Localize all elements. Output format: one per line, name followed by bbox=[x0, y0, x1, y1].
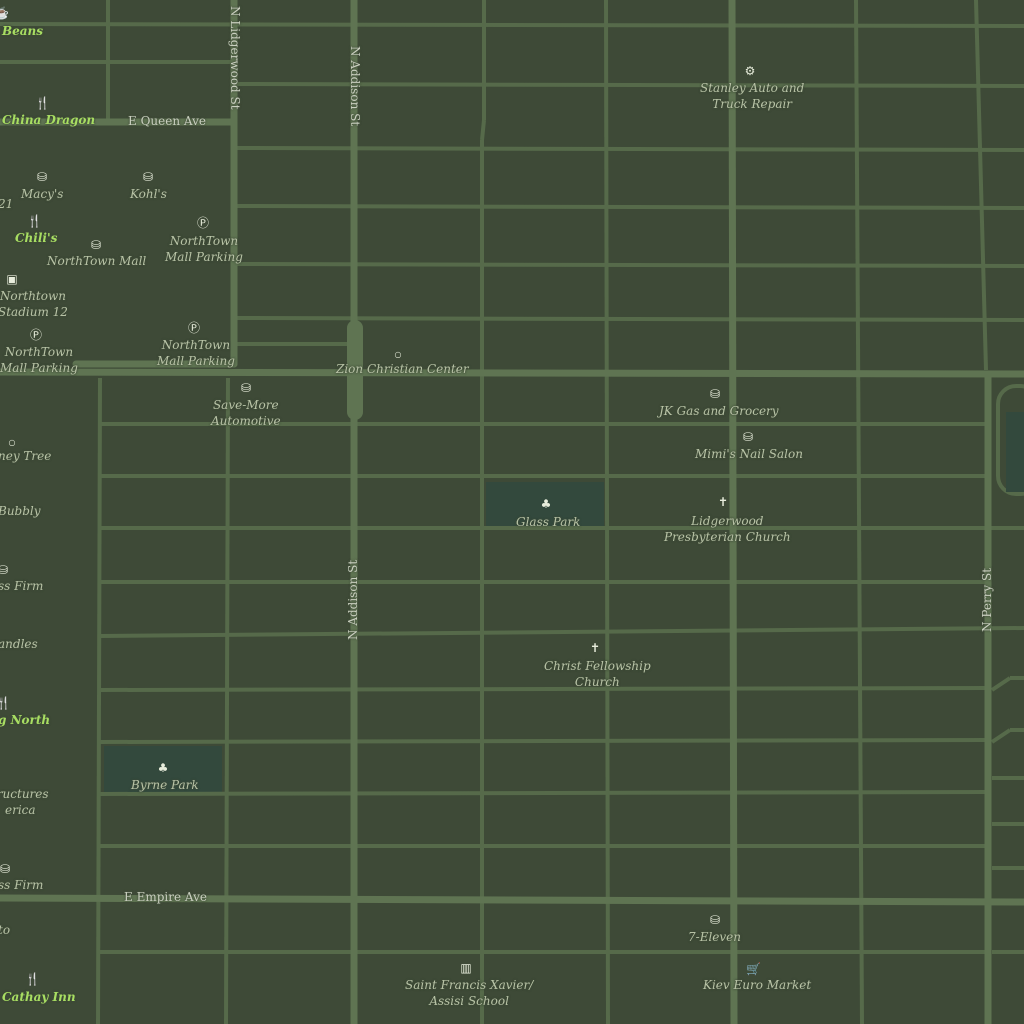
shopping-bag-icon[interactable]: ⛁ bbox=[36, 170, 48, 184]
car-repair-icon[interactable]: ⚙ bbox=[744, 64, 756, 78]
cross-icon[interactable]: ✝ bbox=[589, 641, 601, 655]
poi-northtown-mall-parking-2[interactable]: NorthTown Mall Parking bbox=[0, 345, 78, 375]
dot-icon[interactable]: ○ bbox=[8, 438, 16, 447]
poi-byrne-park[interactable]: Byrne Park bbox=[131, 778, 199, 792]
poi-northtown-stadium[interactable]: Northtown Stadium 12 bbox=[0, 289, 68, 319]
shopping-bag-icon[interactable]: ⛁ bbox=[742, 430, 754, 444]
poi-macys[interactable]: Macy's bbox=[21, 187, 64, 201]
stadium-shape bbox=[996, 384, 1024, 496]
poi-stanley-auto[interactable]: Stanley Auto and Truck Repair bbox=[700, 81, 805, 111]
dot-icon[interactable]: ○ bbox=[394, 350, 402, 359]
poi-china-dragon[interactable]: China Dragon bbox=[2, 113, 96, 127]
basket-icon[interactable]: ⛁ bbox=[709, 387, 721, 401]
poi-kohls[interactable]: Kohl's bbox=[130, 187, 167, 201]
cross-icon[interactable]: ✝ bbox=[717, 495, 729, 509]
cinema-icon[interactable]: ▣ bbox=[6, 272, 18, 286]
restaurant-icon[interactable]: 🍴 bbox=[27, 214, 42, 228]
shopping-bag-icon[interactable]: ⛁ bbox=[0, 563, 9, 577]
poi-cathay-inn[interactable]: Cathay Inn bbox=[2, 990, 76, 1004]
street-label-e-queen-ave: E Queen Ave bbox=[128, 114, 206, 128]
poi-honey-tree[interactable]: ney Tree bbox=[0, 449, 52, 463]
poi-fragment-21: 21 bbox=[0, 197, 14, 211]
street-label-n-addison-st-top: N Addison St bbox=[348, 46, 362, 127]
poi-beans[interactable]: Beans bbox=[2, 24, 44, 38]
street-label-e-empire-ave: E Empire Ave bbox=[124, 890, 207, 904]
parking-icon[interactable]: Ⓟ bbox=[187, 321, 200, 335]
poi-save-more-automotive[interactable]: Save-More Automotive bbox=[211, 398, 281, 428]
poi-lidgerwood-presbyterian[interactable]: Lidgerwood Presbyterian Church bbox=[664, 514, 791, 544]
street-label-n-lidgerwood-st: N Lidgerwood St bbox=[228, 6, 242, 110]
poi-christ-fellowship[interactable]: Christ Fellowship Church bbox=[544, 659, 651, 689]
poi-northtown-mall-parking-1[interactable]: NorthTown Mall Parking bbox=[165, 234, 243, 264]
poi-to[interactable]: to bbox=[0, 923, 11, 937]
poi-structures[interactable]: tructures erica bbox=[0, 787, 49, 817]
poi-seven-eleven[interactable]: 7-Eleven bbox=[688, 930, 741, 944]
poi-jk-gas-grocery[interactable]: JK Gas and Grocery bbox=[659, 404, 779, 418]
poi-saint-francis-xavier[interactable]: Saint Francis Xavier/ Assisi School bbox=[405, 978, 534, 1008]
poi-firm-1[interactable]: ss Firm bbox=[0, 579, 44, 593]
restaurant-icon[interactable]: 🍴 bbox=[25, 972, 40, 986]
poi-candles[interactable]: andles bbox=[0, 637, 38, 651]
parking-icon[interactable]: Ⓟ bbox=[196, 216, 209, 230]
street-label-n-perry-st: N Perry St bbox=[980, 567, 994, 632]
cafe-icon[interactable]: ☕ bbox=[0, 6, 9, 20]
poi-kiev-euro-market[interactable]: Kiev Euro Market bbox=[703, 978, 812, 992]
poi-firm-2[interactable]: ss Firm bbox=[0, 878, 44, 892]
shopping-bag-icon[interactable]: ⛁ bbox=[90, 238, 102, 252]
shopping-bag-icon[interactable]: ⛁ bbox=[142, 170, 154, 184]
poi-zion-christian-center[interactable]: Zion Christian Center bbox=[336, 362, 469, 376]
byrne-park-area[interactable] bbox=[104, 746, 222, 792]
parking-icon[interactable]: Ⓟ bbox=[29, 328, 42, 342]
poi-chilis[interactable]: Chili's bbox=[15, 231, 58, 245]
tree-icon[interactable]: ♣ bbox=[157, 761, 169, 775]
school-icon[interactable]: ▥ bbox=[460, 961, 472, 975]
cart-icon[interactable]: 🛒 bbox=[746, 962, 761, 976]
tree-icon[interactable]: ♣ bbox=[540, 497, 552, 511]
poi-northtown-mall[interactable]: NorthTown Mall bbox=[47, 254, 147, 268]
poi-bubbly[interactable]: Bubbly bbox=[0, 504, 41, 518]
poi-g-north[interactable]: g North bbox=[0, 713, 51, 727]
poi-northtown-mall-parking-3[interactable]: NorthTown Mall Parking bbox=[157, 338, 235, 368]
shopping-bag-icon[interactable]: ⛁ bbox=[240, 381, 252, 395]
restaurant-icon[interactable]: 🍴 bbox=[0, 696, 11, 710]
restaurant-icon[interactable]: 🍴 bbox=[35, 96, 50, 110]
glass-park-area[interactable] bbox=[486, 482, 604, 526]
basket-icon[interactable]: ⛁ bbox=[709, 913, 721, 927]
street-label-n-addison-st-mid: N Addison St bbox=[346, 559, 360, 640]
poi-mimis-nail-salon[interactable]: Mimi's Nail Salon bbox=[695, 447, 803, 461]
poi-glass-park[interactable]: Glass Park bbox=[516, 515, 581, 529]
shopping-bag-icon[interactable]: ⛁ bbox=[0, 862, 11, 876]
